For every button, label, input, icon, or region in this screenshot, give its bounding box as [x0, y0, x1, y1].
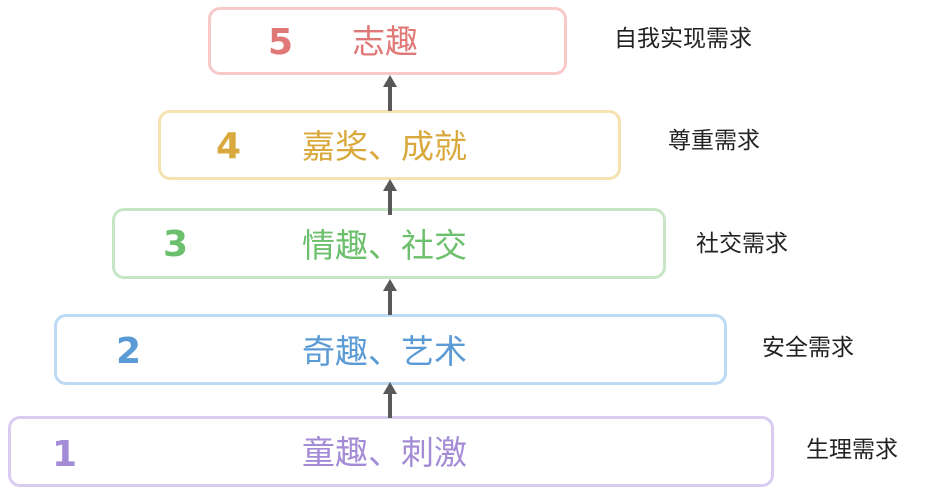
level-5-need: 自我实现需求 — [614, 26, 752, 52]
arrow-up-icon — [383, 179, 397, 215]
level-1-label: 童趣、刺激 — [302, 433, 467, 472]
level-3-need: 社交需求 — [696, 231, 788, 257]
arrow-up-icon — [383, 75, 397, 111]
level-3-box — [112, 208, 666, 279]
arrow-up-icon — [383, 279, 397, 315]
level-2-box — [54, 314, 727, 385]
level-5-label: 志趣 — [352, 22, 418, 61]
level-3-number: 3 — [163, 224, 189, 265]
level-2-need: 安全需求 — [762, 335, 854, 361]
level-1-need: 生理需求 — [806, 437, 898, 463]
level-4-need: 尊重需求 — [668, 128, 760, 154]
level-5-box — [208, 7, 567, 75]
level-3-label: 情趣、社交 — [302, 226, 467, 265]
level-2-number: 2 — [116, 331, 142, 372]
level-4-number: 4 — [216, 126, 242, 167]
level-4-label: 嘉奖、成就 — [302, 127, 467, 166]
level-2-label: 奇趣、艺术 — [302, 332, 467, 371]
level-1-number: 1 — [52, 434, 78, 475]
arrow-up-icon — [383, 382, 397, 418]
level-4-box — [158, 110, 621, 180]
level-5-number: 5 — [268, 22, 294, 63]
